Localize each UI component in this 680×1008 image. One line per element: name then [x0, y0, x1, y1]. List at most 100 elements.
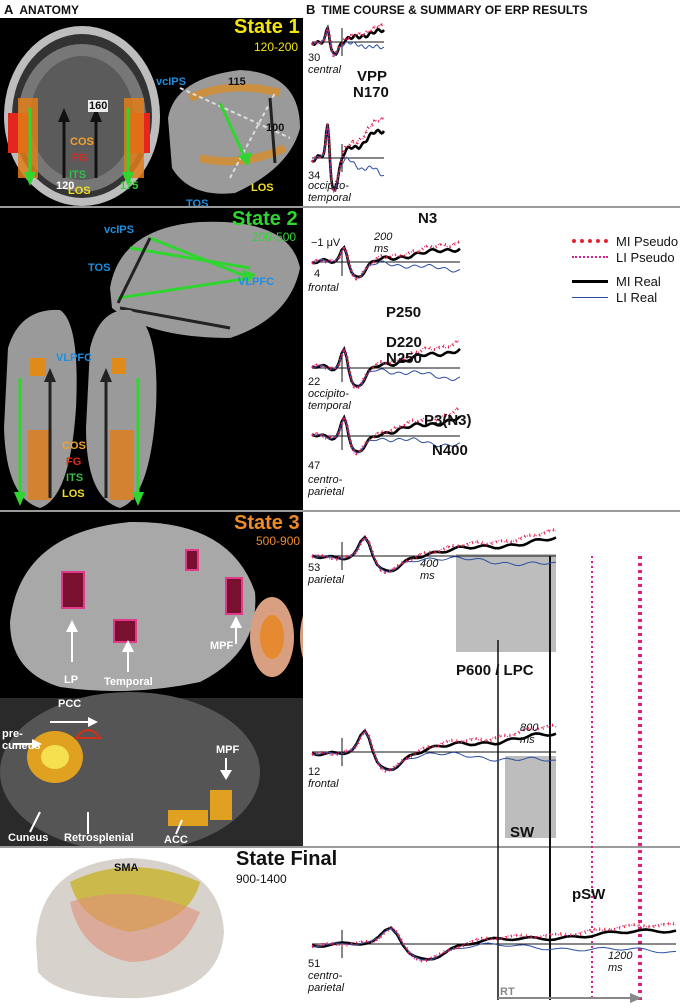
state-final-brain-image	[36, 858, 224, 999]
num-160: 160	[88, 100, 109, 112]
label-los-2: LOS	[62, 488, 85, 500]
legend-swatch-li-pseudo	[572, 256, 608, 258]
elec-34: 34	[308, 170, 321, 182]
peak-p3n3: P3(N3)	[424, 412, 472, 429]
peak-d220: D220	[386, 334, 422, 351]
elec-53: 53	[308, 562, 321, 574]
label-vlpfc-ventral: VLPFC	[56, 352, 93, 364]
peak-psw: pSW	[572, 886, 606, 903]
separator-3	[0, 846, 680, 848]
trace-centro2-3	[311, 408, 461, 455]
label-sma: SMA	[114, 862, 139, 874]
legend-swatch-li-real	[572, 296, 608, 298]
peak-sw: SW	[510, 824, 535, 841]
label-vlpfc-side: VLPFC	[238, 276, 275, 288]
label-retrosplenial: Retrosplenial	[64, 832, 134, 844]
peak-n250: N250	[386, 350, 422, 367]
trace-central-1	[311, 27, 385, 57]
label-cos-2: COS	[62, 440, 86, 452]
sw-window	[505, 756, 556, 838]
state2-range: 200-500	[252, 230, 297, 244]
trace-centro2-1	[311, 417, 461, 454]
state1-title: State 1	[234, 16, 300, 38]
scale-time: 200 ms	[374, 231, 393, 255]
label-vcips-2: vcIPS	[104, 224, 134, 236]
trace-frontal3-1	[311, 730, 557, 772]
state3-range: 500-900	[256, 534, 301, 548]
state1-anatomy-panel: vcIPS COS FG ITS LOS TOS LOS 160 120 175…	[0, 18, 303, 206]
plot-label-occipito-2: occipito- temporal	[308, 388, 351, 412]
tick-400: 400 ms	[420, 558, 439, 582]
label-fg-2: FG	[66, 456, 82, 468]
peak-p600-lpc: P600 / LPC	[456, 662, 534, 679]
state3-brain-images	[0, 521, 303, 846]
trace-parietal3-1	[311, 537, 557, 573]
elec-30: 30	[308, 52, 321, 64]
rt-arrowhead	[630, 993, 642, 1003]
label-temporal: Temporal	[104, 676, 153, 688]
rt-label: RT	[500, 986, 515, 998]
label-los-side-out: LOS	[251, 182, 274, 194]
trace-occipito2-3	[311, 340, 461, 390]
label-cos: COS	[70, 136, 94, 148]
state1-range: 120-200	[254, 40, 299, 54]
label-precuneus: pre- cuneus	[2, 728, 41, 752]
label-its-2: ITS	[66, 472, 84, 484]
state2-anatomy-panel: vcIPS TOS VLPFC VLPFC COS FG ITS LOS	[0, 208, 303, 510]
tick-800: 800 ms	[520, 722, 539, 746]
legend-item-mi-real: MI Real	[572, 273, 678, 289]
trace-centrofinal-1	[312, 927, 677, 962]
plot-label-frontal: frontal	[308, 282, 339, 294]
label-tos: TOS	[186, 198, 209, 206]
plot-label-parietal: parietal	[308, 574, 345, 586]
label-its: ITS	[69, 169, 87, 181]
label-fg: FG	[72, 152, 88, 164]
num-115: 115	[228, 76, 246, 88]
peak-n400: N400	[432, 442, 468, 459]
plot-label-centro-1: centro- parietal	[308, 474, 345, 498]
legend-item-li-real: LI Real	[572, 289, 678, 305]
num-100: 100	[266, 122, 285, 134]
trace-frontal2-2	[311, 240, 461, 281]
elec-47: 47	[308, 460, 321, 472]
trace-frontal2-1	[311, 247, 461, 279]
label-lp: LP	[64, 674, 79, 686]
elec-51: 51	[308, 958, 321, 970]
label-tos-2: TOS	[88, 262, 111, 274]
legend-item-li-pseudo: LI Pseudo	[572, 249, 678, 265]
peak-n170: N170	[353, 84, 389, 101]
label-mpf-medial: MPF	[216, 744, 240, 756]
state1-brain-images	[4, 26, 300, 206]
trace-occipito2-1	[311, 348, 461, 388]
num-120: 120	[56, 180, 75, 192]
elec-12: 12	[308, 766, 321, 778]
separator-2	[0, 510, 680, 512]
state-final-anatomy-panel: SMA	[30, 852, 230, 1002]
trace-occipito1-2	[310, 115, 385, 195]
p600-window	[456, 554, 556, 652]
trace-frontal3-0	[311, 728, 557, 772]
legend: MI Pseudo LI Pseudo MI Real LI Real	[572, 233, 678, 305]
state-final-title: State Final	[236, 848, 338, 870]
state3-anatomy-panel: LP Temporal MPF PCC pre- cuneus MPF Cune…	[0, 512, 303, 846]
trace-centrofinal-0	[311, 926, 677, 961]
plot-label-centro-2: centro- parietal	[308, 970, 345, 994]
label-los: LOS	[68, 185, 91, 197]
trace-centrofinal-3	[311, 923, 677, 962]
state2-title: State 2	[232, 208, 298, 230]
trace-central-3	[311, 23, 385, 57]
trace-centro2-0	[311, 414, 461, 454]
trace-occipito1-3	[311, 117, 385, 194]
label-mpf: MPF	[210, 640, 234, 652]
label-pcc: PCC	[58, 698, 82, 710]
separator-1	[0, 206, 680, 208]
plot-label-central: central	[308, 64, 342, 76]
tick-1200: 1200 ms	[608, 950, 633, 974]
state-final-range: 900-1400	[236, 872, 287, 886]
peak-n3: N3	[418, 210, 438, 227]
state2-brain-images	[4, 221, 300, 508]
plot-label-occipito-1: occipito- temporal	[308, 180, 351, 204]
legend-swatch-mi-pseudo	[572, 239, 608, 243]
